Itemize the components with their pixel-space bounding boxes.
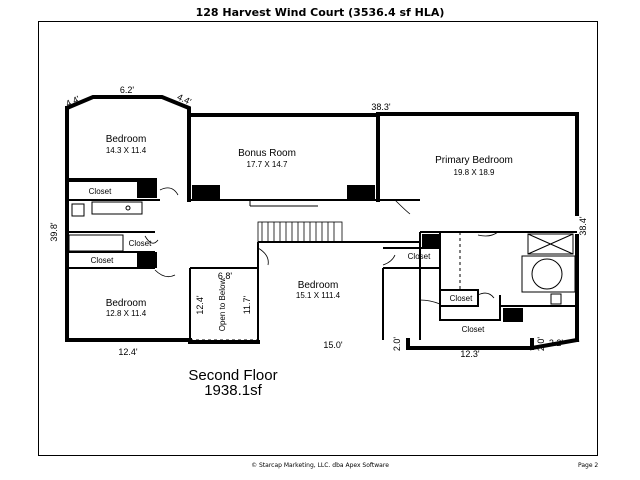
door-swing	[144, 235, 159, 244]
closet-label: Closet	[89, 187, 112, 196]
sink-icon	[125, 205, 131, 211]
page-title: 128 Harvest Wind Court (3536.4 sf HLA)	[195, 6, 445, 19]
wall-top	[187, 112, 579, 117]
plan-frame	[38, 21, 598, 456]
dimension: 39.8'	[49, 222, 59, 242]
room-dims: 12.8 X 11.4	[106, 309, 147, 318]
post	[347, 185, 375, 200]
door-swing	[477, 231, 499, 237]
toilet-icon	[71, 203, 85, 217]
wall-bump-right	[530, 337, 580, 351]
door-swing	[159, 187, 179, 196]
stair-frame	[257, 221, 343, 243]
door-swings	[144, 187, 499, 305]
shower	[527, 233, 574, 255]
bathtub	[68, 234, 124, 252]
dimension: 11.7'	[242, 295, 252, 314]
dimension: 12.4'	[195, 295, 205, 315]
room-dims: 14.3 X 11.4	[106, 146, 147, 155]
closet-label: Closet	[408, 252, 431, 261]
room-label: Bedroom	[298, 280, 339, 291]
dimension: 38.4'	[578, 216, 588, 236]
closet-label: Closet	[91, 256, 114, 265]
floor-name: Second Floor	[188, 367, 277, 384]
primary-toilet-icon	[550, 293, 562, 305]
dimension: 2.0'	[392, 337, 402, 352]
post	[137, 252, 157, 268]
vanity	[91, 201, 143, 215]
door-swing	[477, 292, 495, 299]
open-to-below-label: Open to Below	[218, 279, 227, 332]
post	[137, 180, 157, 198]
dimension: 12.4'	[118, 347, 138, 357]
dimension: 6.8'	[218, 271, 233, 281]
post	[503, 308, 523, 322]
wall-bath-primary	[439, 232, 501, 321]
tub-box	[521, 255, 576, 293]
tub-round	[531, 258, 563, 290]
wall-nw-bay	[65, 95, 191, 117]
shower-cross	[527, 233, 574, 255]
dimension: 2.0'	[536, 337, 546, 352]
door-swing	[257, 247, 269, 266]
dimension: 2.2'	[549, 338, 564, 348]
dimension: 4.4'	[64, 94, 81, 109]
post	[422, 234, 440, 248]
room-label: Bedroom	[106, 134, 147, 145]
floor-area: 1938.1sf	[204, 382, 262, 399]
stairs	[257, 221, 343, 243]
room-dims: 19.8 X 18.9	[454, 168, 495, 177]
door-swing	[382, 254, 396, 266]
door-swing	[419, 299, 441, 305]
room-dims: 17.7 X 14.7	[247, 160, 288, 169]
dimension: 6.2'	[120, 85, 135, 95]
walls	[65, 95, 580, 351]
door-swing	[394, 199, 411, 215]
closet-label: Closet	[462, 325, 485, 334]
footer-page: Page 2	[578, 462, 599, 469]
dimension: 38.3'	[371, 102, 391, 112]
interior-walls	[67, 199, 577, 340]
dimension: 12.3'	[460, 349, 480, 359]
room-label: Primary Bedroom	[435, 155, 513, 166]
dimension: 15.0'	[323, 340, 343, 350]
room-label: Bonus Room	[238, 148, 296, 159]
room-dims: 15.1 X 111.4	[296, 291, 341, 300]
wall-closet-small	[440, 289, 479, 307]
closet-label: Closet	[450, 294, 473, 303]
footer-credit: © Starcap Marketing, LLC. dba Apex Softw…	[251, 462, 389, 469]
door-swing	[154, 269, 176, 278]
closet-label: Closet	[129, 239, 152, 248]
room-label: Bedroom	[106, 298, 147, 309]
fixtures	[68, 200, 576, 341]
posts	[137, 180, 523, 322]
post	[192, 185, 220, 200]
